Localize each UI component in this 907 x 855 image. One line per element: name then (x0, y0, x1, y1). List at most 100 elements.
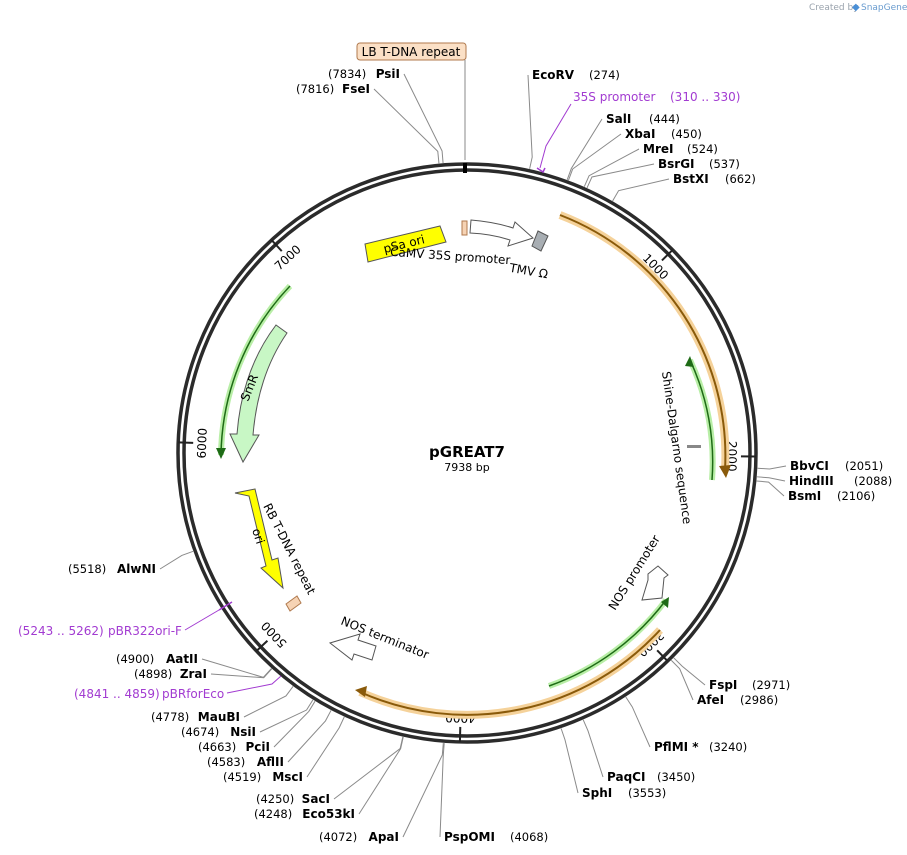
site-leader-psii (403, 73, 444, 164)
site-pos-mrei: (524) (687, 142, 718, 156)
site-bstxi[interactable]: BstXI (662) (612, 172, 756, 202)
site-name-bsmi: BsmI (788, 489, 821, 503)
site-bsmi[interactable]: BsmI(2106) (756, 480, 876, 503)
site-eco53ki[interactable]: Eco53kI(4248) (254, 736, 404, 821)
site-pos-sphi: (3553) (628, 786, 666, 800)
tmv-omega-box (531, 230, 549, 252)
site-msci[interactable]: MscI(4519) (223, 716, 345, 784)
site-name-nsii: NsiI (230, 725, 256, 739)
site-leader-nsii (259, 699, 314, 733)
plasmid-name: pGREAT7 (429, 443, 505, 461)
primer-pbr322-mark (218, 601, 233, 611)
credit-brand: SnapGene (861, 3, 907, 13)
site-name-pspomi: PspOMI (444, 830, 495, 844)
site-pos-nsii: (4674) (181, 725, 219, 739)
green-arc-left-head (216, 448, 226, 459)
primer-35s-promoter[interactable]: 35S promoter (310 .. 330) (536, 90, 740, 174)
green-arc-left[interactable] (216, 283, 293, 459)
site-psii[interactable]: PsiI(7834) (328, 67, 444, 164)
site-leader-alwni (159, 550, 194, 570)
site-name-msci: MscI (272, 770, 303, 784)
nos-terminator-feature[interactable]: NOS terminator (328, 614, 431, 662)
site-sphi[interactable]: SphI(3553) (560, 728, 666, 800)
site-name-afei: AfeI (697, 693, 724, 707)
primer-35s-range: (310 .. 330) (670, 90, 740, 104)
site-hindiii[interactable]: HindIII (2088) (756, 474, 892, 488)
site-sali[interactable]: SalI(444) (566, 112, 680, 180)
site-name-xbai: XbaI (625, 127, 655, 141)
site-name-fsei: FseI (342, 82, 370, 96)
site-saci[interactable]: SacI(4250) (256, 736, 404, 806)
site-pspomi[interactable]: PspOMI(4068) (439, 743, 548, 844)
site-name-bsrgi: BsrGI (658, 157, 695, 171)
primer-pbr322-name: pBR322ori-F (108, 624, 182, 638)
ori-feature[interactable]: ori (234, 488, 284, 590)
site-pcii[interactable]: PciI(4663) (198, 700, 316, 754)
site-maubi[interactable]: MauBI(4778) (151, 686, 294, 724)
site-name-saci: SacI (302, 792, 330, 806)
psa-ori-arrow (364, 225, 447, 263)
site-pos-eco53ki: (4248) (254, 807, 292, 821)
shine-dalgarno-mark (687, 445, 701, 448)
site-name-psii: PsiI (376, 67, 400, 81)
site-leader-saci (333, 736, 404, 800)
orf-arc-right[interactable] (558, 211, 731, 478)
smr-arrow (229, 324, 288, 464)
camv35s-promoter-label: CaMV 35S promoter (390, 245, 511, 267)
site-apai[interactable]: ApaI(4072) (319, 742, 444, 844)
nos-terminator-arrow (328, 633, 377, 661)
site-pos-pflmi: (3240) (709, 740, 747, 754)
site-leader-msci (306, 716, 345, 778)
restriction-sites: EcoRV(274)SalI(444)XbaI(450)MreI(524)Bsr… (68, 67, 892, 844)
primer-pbrforeco-range: (4841 .. 4859) (74, 687, 160, 701)
green-arc-right[interactable] (685, 356, 716, 481)
shine-dalgarno-feature[interactable]: Shine-Dalgarno sequence (659, 370, 701, 525)
site-name-pflmi: PflMI * (654, 740, 699, 754)
site-name-bstxi: BstXI (673, 172, 709, 186)
green-arc-bottom[interactable] (548, 597, 669, 689)
site-name-hindiii: HindIII (789, 474, 834, 488)
site-afei[interactable]: AfeI (2986) (670, 659, 778, 707)
site-mrei[interactable]: MreI(524) (583, 142, 718, 187)
site-bsrgi[interactable]: BsrGI(537) (586, 157, 740, 189)
smr-feature[interactable]: SmR (229, 324, 288, 464)
site-name-fspi: FspI (709, 678, 737, 692)
site-paqci[interactable]: PaqCI(3450) (582, 719, 695, 784)
site-pos-aflii: (4583) (207, 755, 245, 769)
tmv-omega-feature[interactable]: TMV Ω (507, 230, 549, 281)
site-pos-hindiii: (2088) (854, 474, 892, 488)
site-xbai[interactable]: XbaI(450) (568, 127, 702, 181)
nos-promoter-feature[interactable]: NOS promoter (606, 533, 669, 613)
psa-ori-feature[interactable]: pSa ori (364, 225, 447, 263)
site-pflmi[interactable]: PflMI * (3240) (625, 696, 747, 754)
site-leader-aflii (287, 710, 332, 763)
orf-arc-bottom[interactable] (355, 627, 663, 719)
site-pos-bstxi: (662) (725, 172, 756, 186)
primer-pbrforeco-name: pBRforEco (162, 687, 224, 701)
site-fsei[interactable]: FseI(7816) (296, 82, 440, 164)
primer-pbr322-leader (184, 609, 220, 631)
site-pos-aatii: (4900) (116, 652, 154, 666)
site-nsii[interactable]: NsiI (4674) (181, 699, 314, 739)
site-leader-zrai (210, 668, 273, 679)
site-alwni[interactable]: AlwNI(5518) (68, 550, 194, 576)
site-aatii[interactable]: AatII(4900) (116, 652, 272, 678)
site-ecorv[interactable]: EcoRV(274) (527, 68, 620, 169)
site-aflii[interactable]: AflII(4583) (207, 710, 332, 769)
site-leader-bstxi (612, 178, 670, 202)
primer-pbrforeco-leader (226, 675, 282, 694)
site-pos-afei: (2986) (740, 693, 778, 707)
site-bbvci[interactable]: BbvCI(2051) (757, 459, 884, 473)
site-fspi[interactable]: FspI(2971) (673, 657, 791, 692)
primer-pbr322ori-f[interactable]: (5243 .. 5262) pBR322ori-F (18, 601, 233, 638)
site-leader-sali (566, 118, 603, 180)
site-pos-alwni: (5518) (68, 562, 106, 576)
primer-pbrforeco[interactable]: (4841 .. 4859) pBRforEco (74, 675, 282, 701)
tick-label-6000: 6000 (195, 428, 210, 459)
primer-35s-mark (536, 167, 546, 174)
tick-6000 (178, 441, 194, 444)
site-leader-bsrgi (586, 163, 655, 189)
lb-tdna-repeat[interactable] (461, 220, 468, 236)
ori-arrow (234, 488, 284, 590)
